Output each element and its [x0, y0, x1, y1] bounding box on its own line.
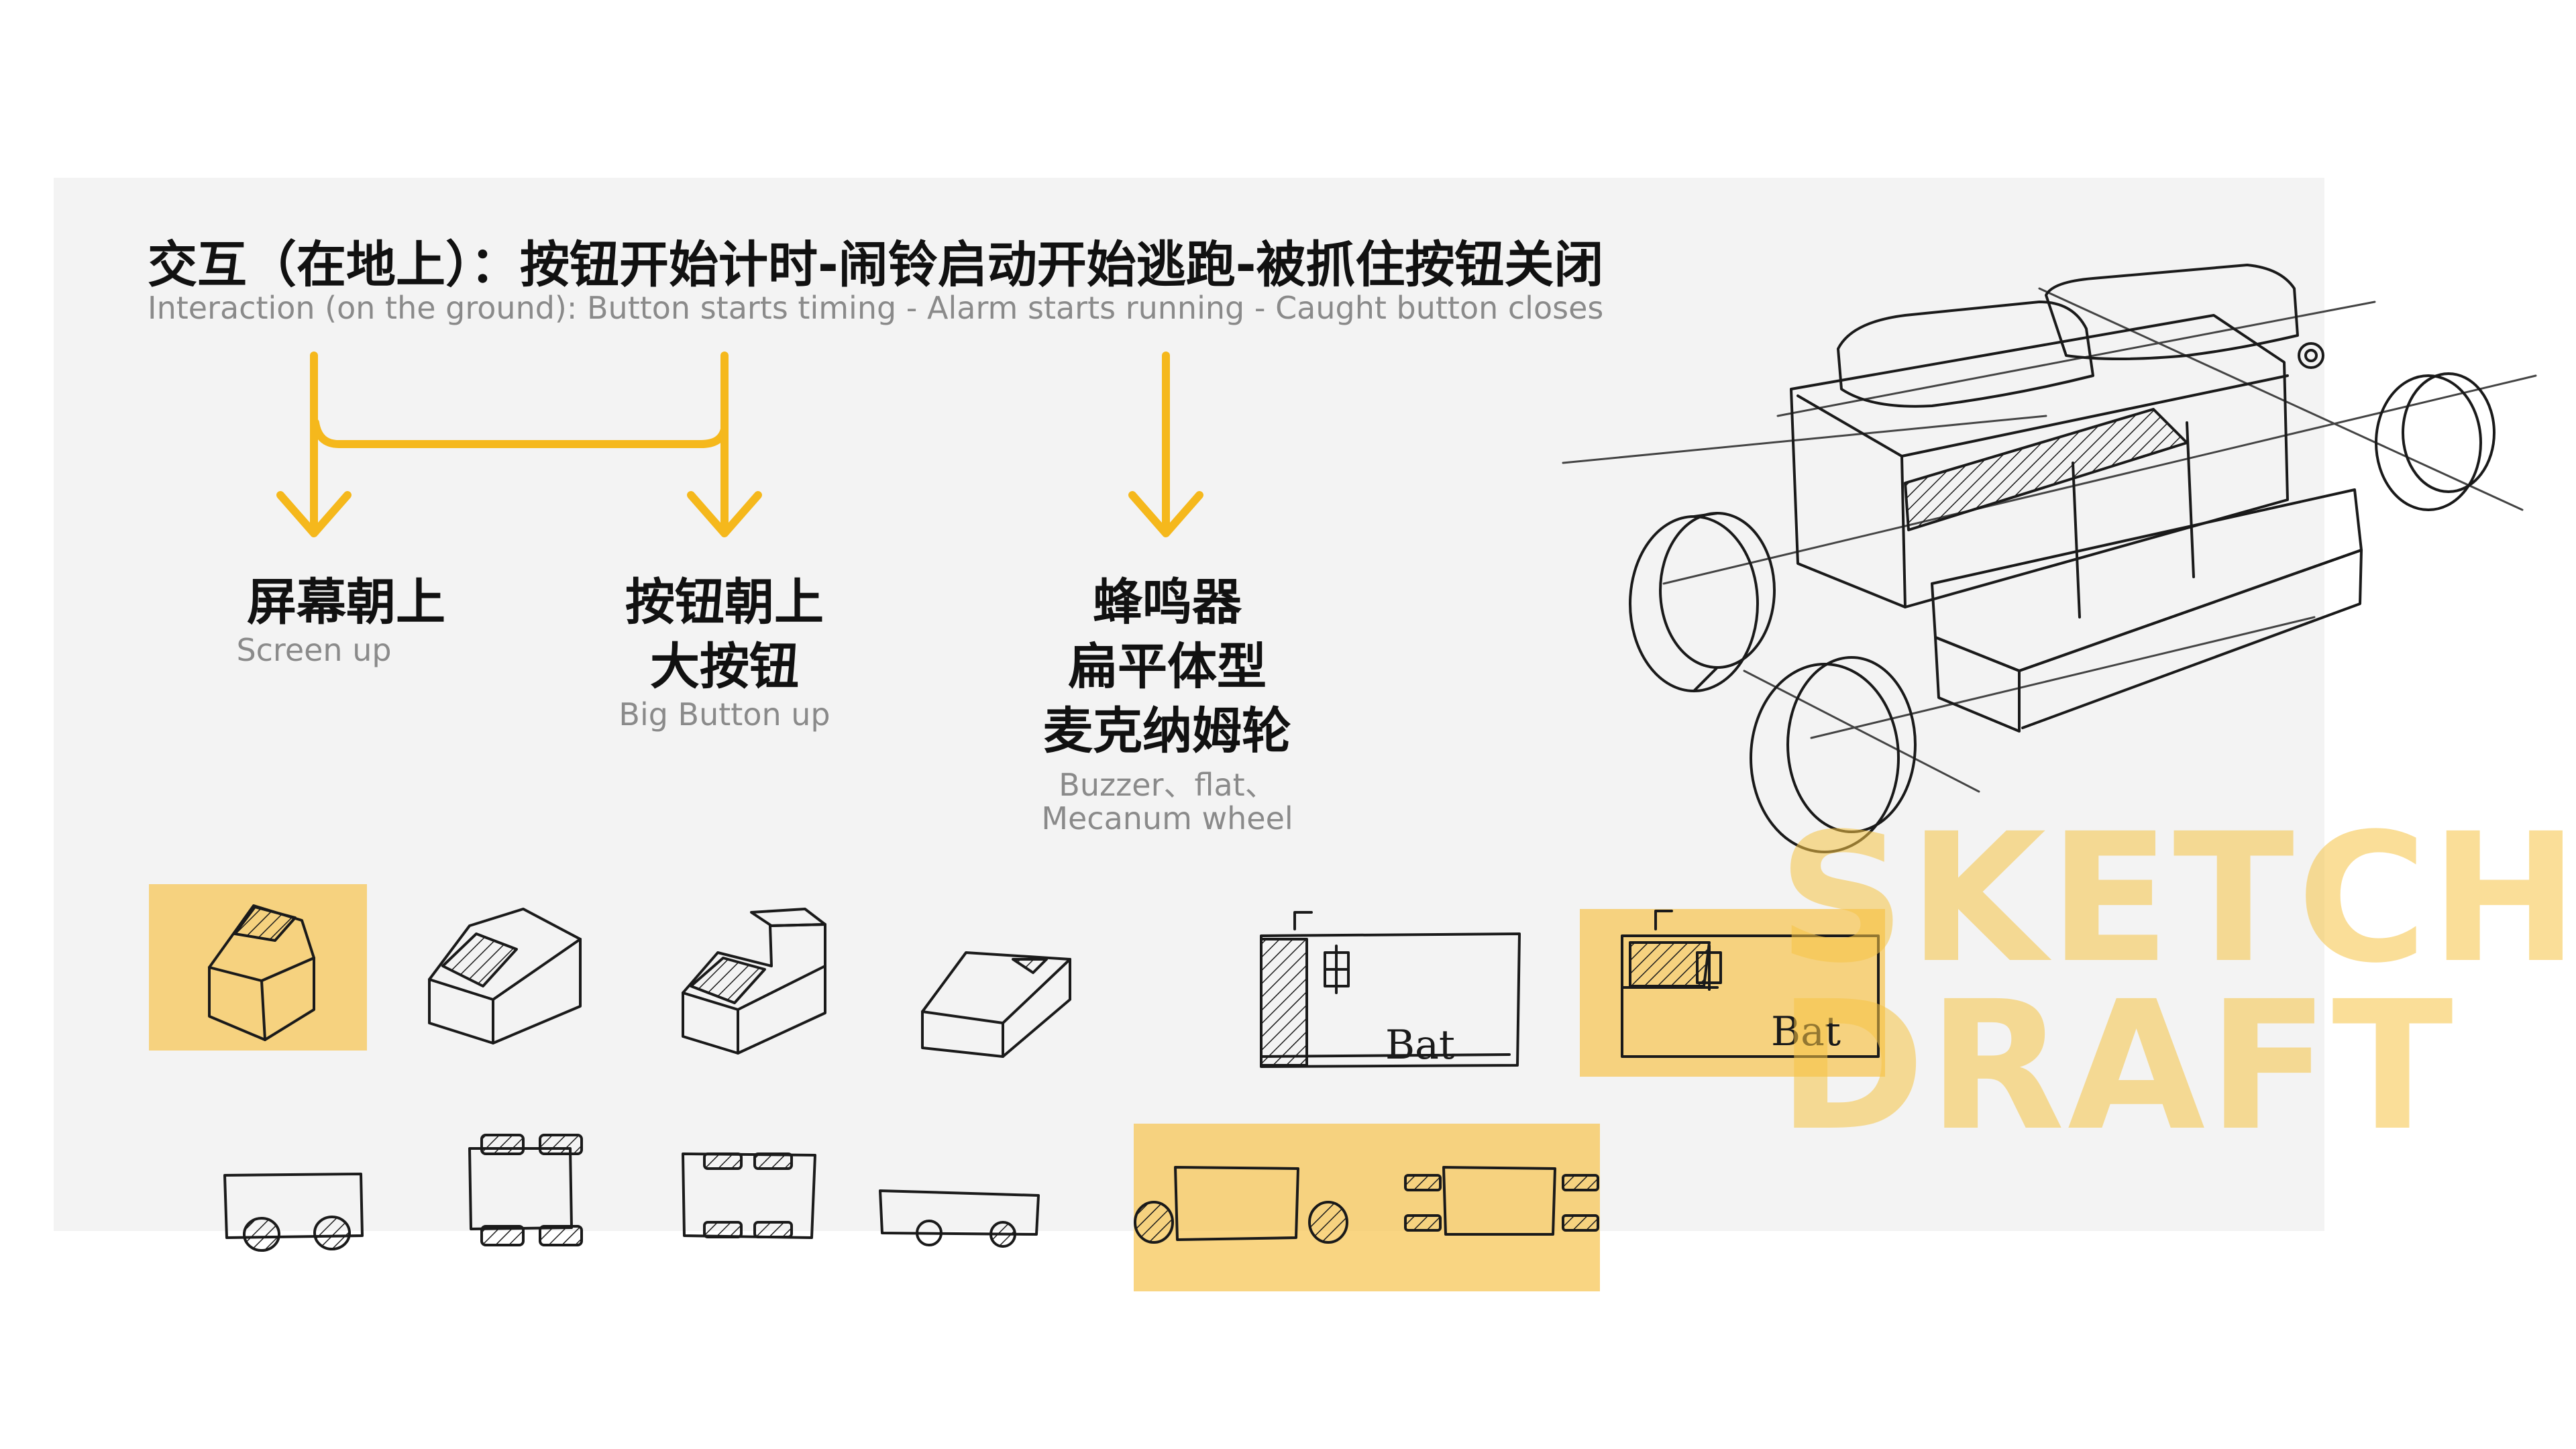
sketch-perspective-vehicle: [1562, 264, 2537, 853]
option-2-title-line: 按钮朝上: [625, 574, 824, 631]
sketch-box-flat: [921, 951, 1071, 1058]
battery-label: Bat: [1771, 1008, 1841, 1055]
sketch-layout-battery-2: [1621, 910, 1880, 1058]
option-3-title-line: 麦克纳姆轮: [1043, 702, 1291, 760]
sketch-car-mecanum-top: [1404, 1166, 1599, 1236]
option-3-subtitle-line: Buzzer、flat、: [1059, 767, 1276, 803]
sketch-layout-battery-1: [1260, 911, 1521, 1068]
option-1-subtitle: Screen up: [213, 633, 415, 667]
option-2-title: 按钮朝上 大按钮: [624, 570, 825, 699]
sketch-car-flat: [879, 1189, 1040, 1248]
watermark-line: SKETCH: [1778, 796, 2576, 1002]
sketch-car-side: [223, 1173, 364, 1252]
option-3-subtitle: Buzzer、flat、 Mecanum wheel: [1006, 768, 1328, 835]
option-2-title-line: 大按钮: [650, 638, 799, 696]
sketch-box-stepped: [682, 908, 826, 1055]
interaction-subtitle: Interaction (on the ground): Button star…: [148, 290, 1604, 326]
highlight-block: [1134, 1124, 1600, 1291]
interaction-title: 交互（在地上）：按钮开始计时-闹铃启动开始逃跑-被抓住按钮关闭: [148, 236, 1604, 294]
option-1-subtitle-line: Screen up: [236, 632, 392, 668]
sketch-box-slanted: [428, 908, 582, 1044]
sketch-car-mecanum-side: [1134, 1166, 1348, 1244]
option-3-subtitle-line: Mecanum wheel: [1041, 800, 1293, 837]
option-2-subtitle: Big Button up: [590, 698, 859, 731]
sketch-car-wide: [682, 1152, 816, 1239]
option-3-title: 蜂鸣器 扁平体型 麦克纳姆轮: [1020, 570, 1315, 763]
option-3-title-line: 扁平体型: [1068, 638, 1267, 696]
watermark-line: DRAFT: [1778, 963, 2456, 1170]
content-panel: [54, 178, 2324, 1231]
sketch-car-top: [468, 1134, 583, 1246]
option-2-subtitle-line: Big Button up: [619, 696, 830, 733]
option-3-title-line: 蜂鸣器: [1093, 574, 1242, 631]
sketch-draft-watermark: SKETCH DRAFT: [1778, 796, 2576, 1170]
battery-label: Bat: [1385, 1022, 1455, 1069]
sketch-box-screen-up: [208, 904, 315, 1041]
